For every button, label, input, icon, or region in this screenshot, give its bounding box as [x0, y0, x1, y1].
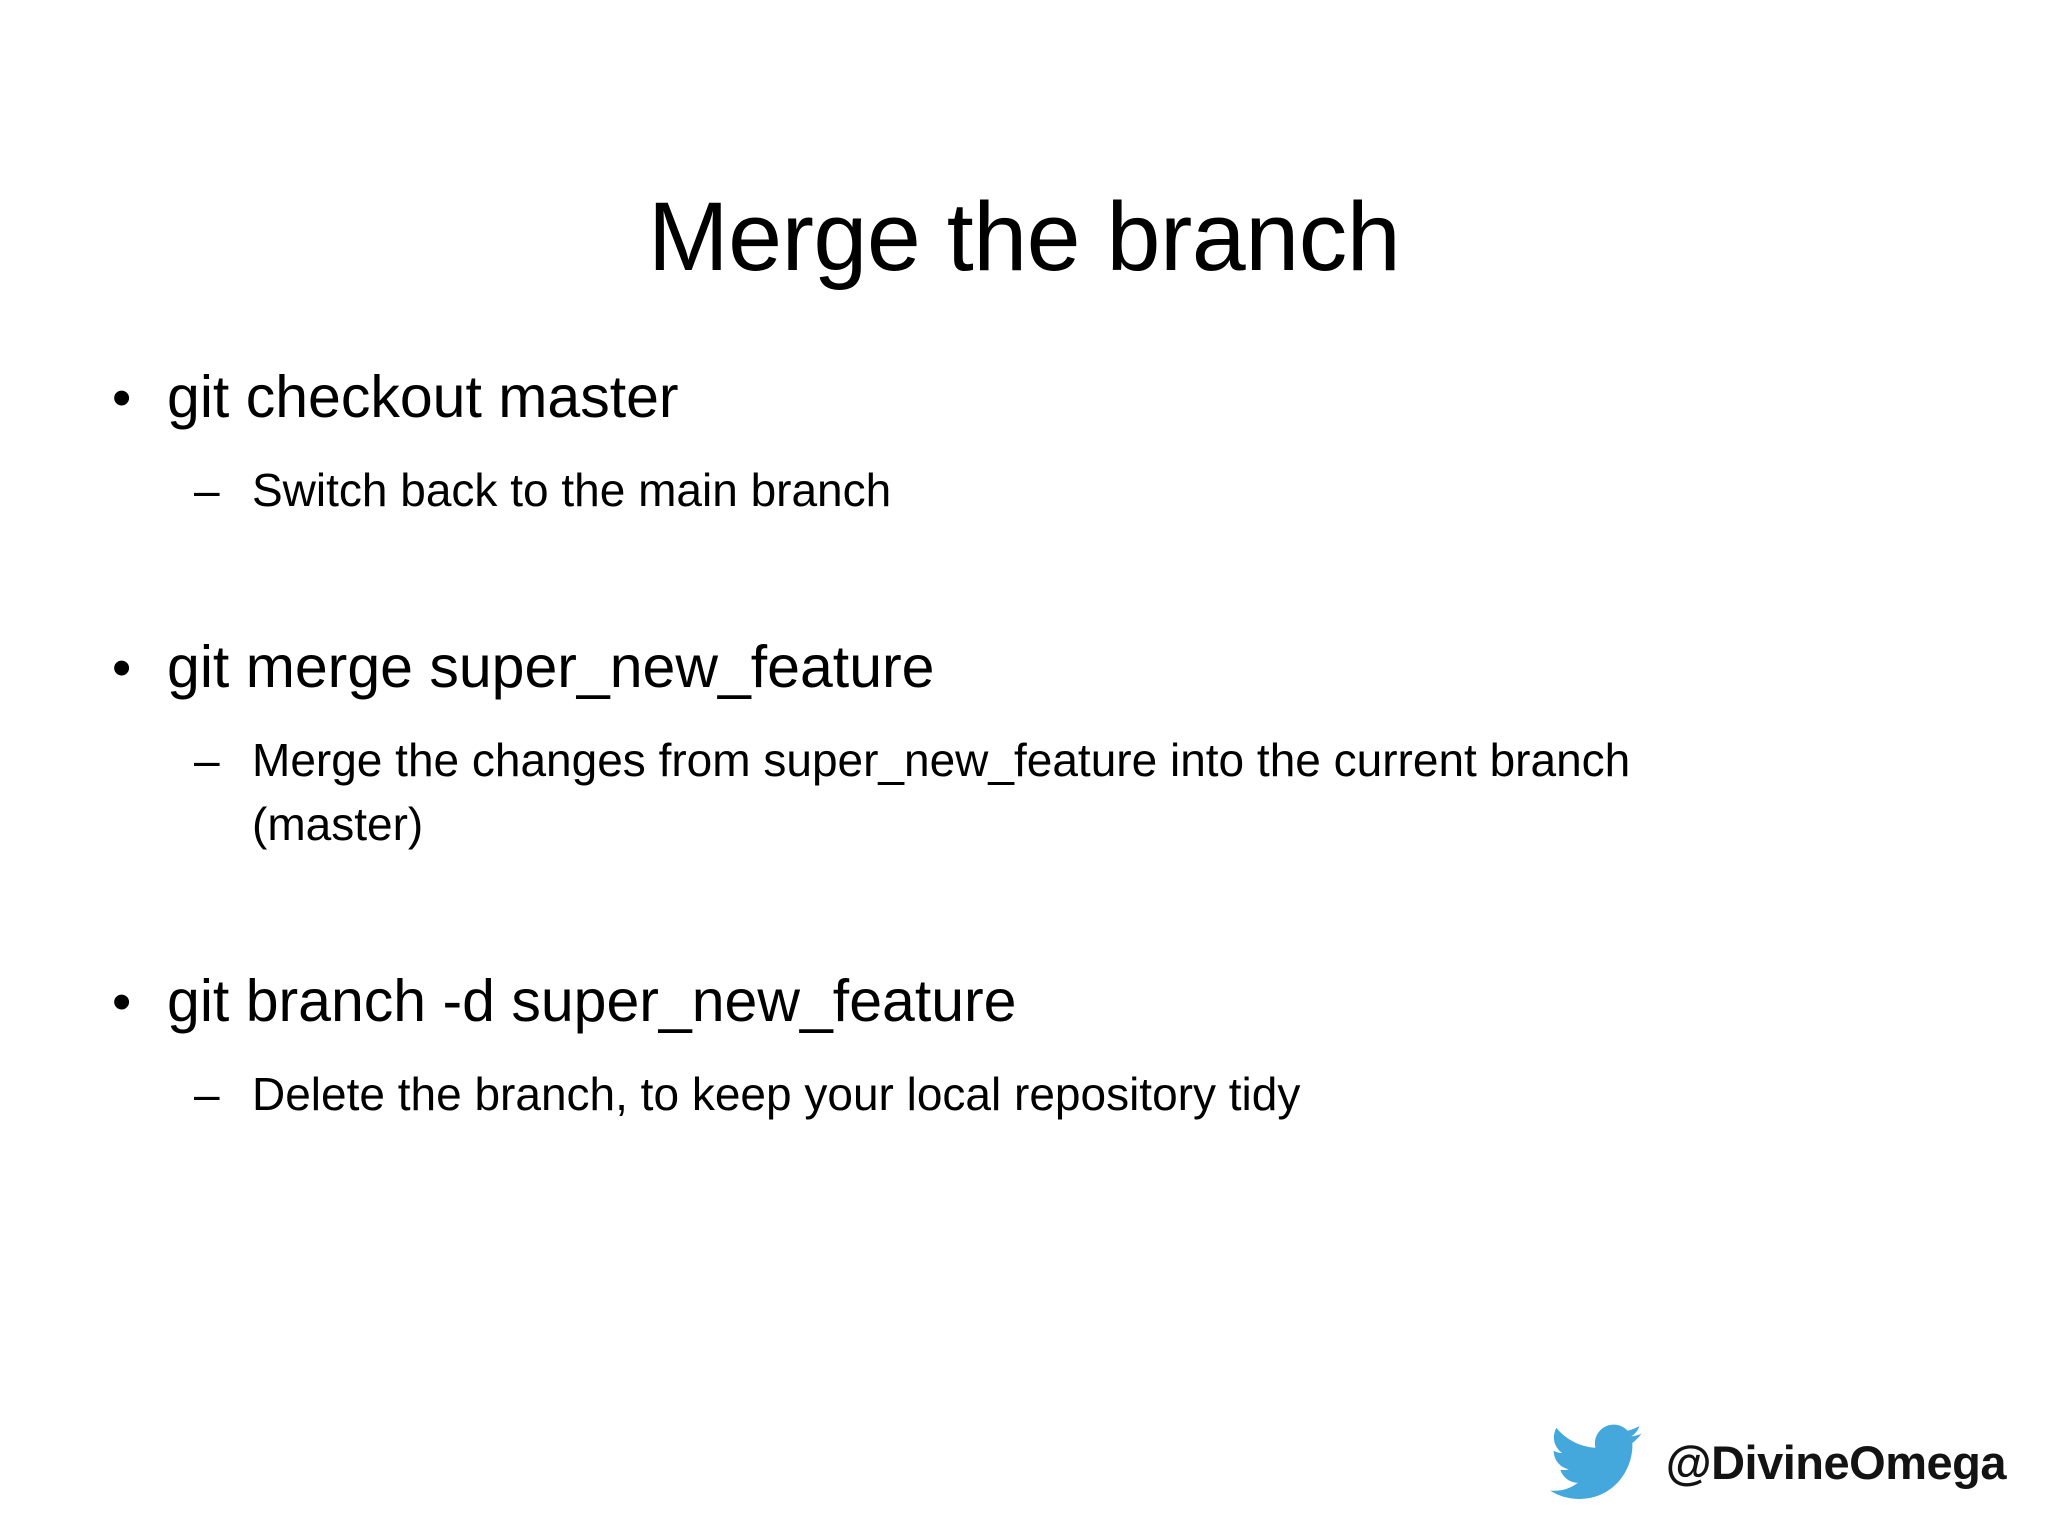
sub-bullet-item: – Switch back to the main branch [194, 452, 1962, 522]
sub-bullet-item: – Merge the changes from super_new_featu… [194, 722, 1962, 856]
sub-bullet-description-text: Delete the branch, to keep your local re… [252, 1068, 1301, 1120]
bullet-group: • git checkout master – Switch back to t… [112, 362, 1962, 522]
bullet-command-text: git merge super_new_feature [167, 634, 935, 700]
sub-bullet-dash-icon: – [194, 464, 220, 516]
twitter-bird-icon [1549, 1424, 1642, 1499]
bullet-dot-icon: • [112, 636, 132, 698]
bullet-command-text: git checkout master [167, 364, 679, 430]
slide-body: • git checkout master – Switch back to t… [112, 362, 1962, 1126]
sub-bullet-dash-icon: – [194, 734, 220, 786]
bullet-item: • git branch -d super_new_feature [112, 966, 1962, 1036]
twitter-handle-text: @DivineOmega [1665, 1435, 2007, 1489]
bullet-item: • git checkout master [112, 362, 1962, 432]
bullet-group: • git branch -d super_new_feature – Dele… [112, 966, 1962, 1126]
bullet-group: • git merge super_new_feature – Merge th… [112, 632, 1962, 856]
bullet-item: • git merge super_new_feature [112, 632, 1962, 702]
bullet-dot-icon: • [112, 366, 132, 428]
footer-attribution: @DivineOmega [1542, 1416, 2007, 1508]
sub-bullet-dash-icon: – [194, 1068, 220, 1120]
bullet-command-text: git branch -d super_new_feature [167, 968, 1017, 1034]
sub-bullet-description-text: Switch back to the main branch [252, 464, 892, 516]
slide-title: Merge the branch [647, 181, 1401, 291]
sub-bullet-description-text: Merge the changes from super_new_feature… [252, 734, 1631, 850]
bullet-dot-icon: • [112, 970, 132, 1032]
sub-bullet-item: – Delete the branch, to keep your local … [194, 1056, 1962, 1126]
